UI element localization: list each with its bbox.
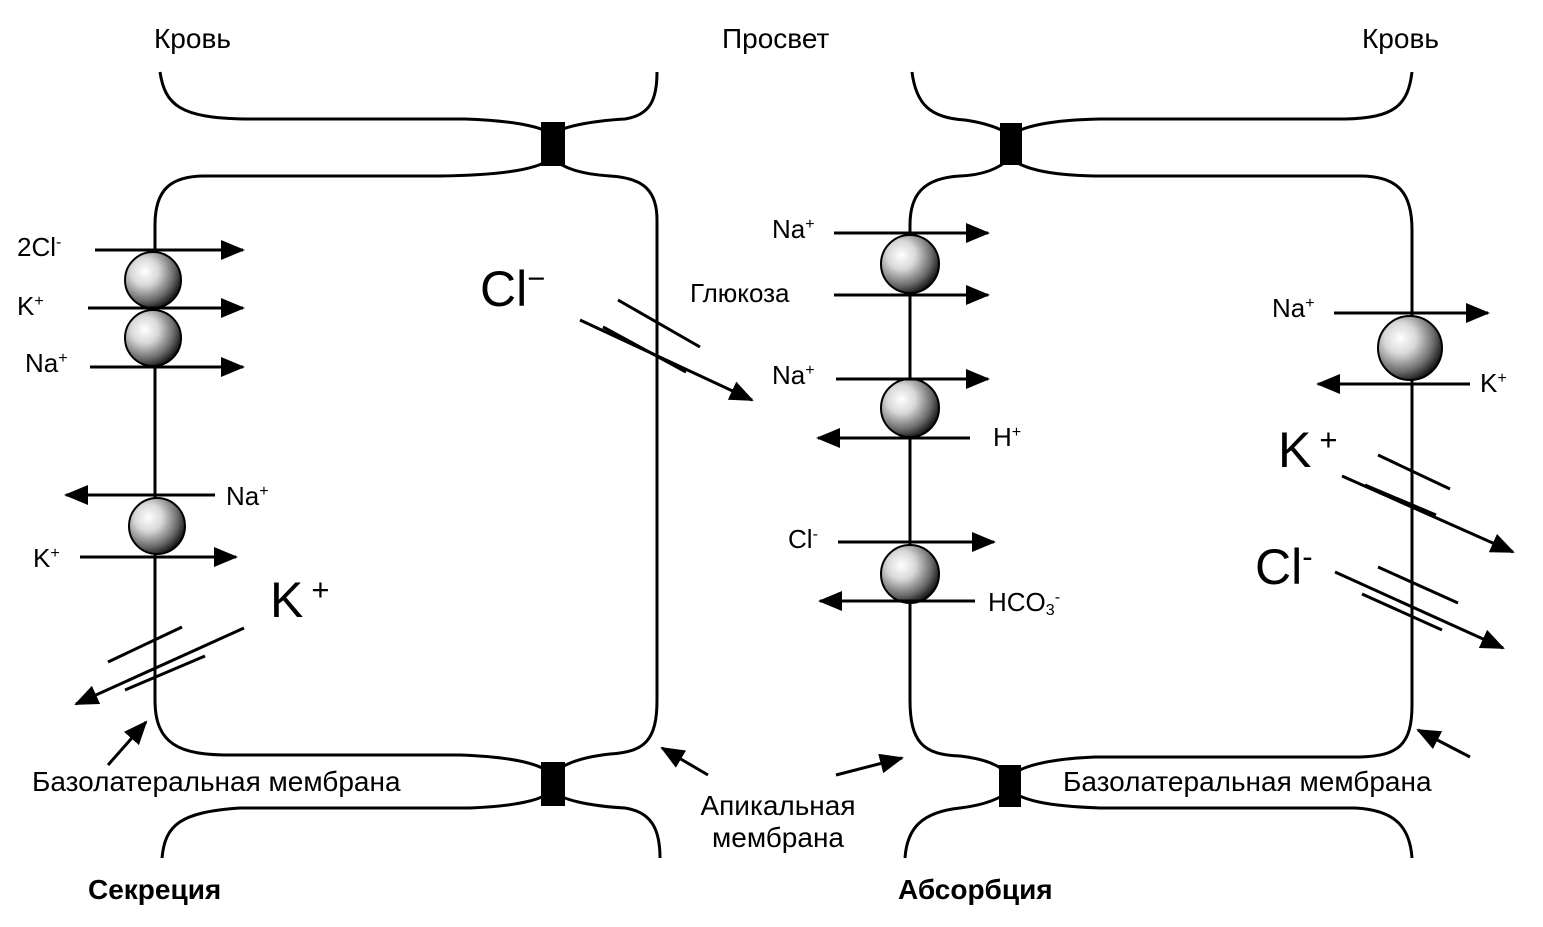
label-lumen: Просвет (722, 23, 830, 54)
absorption-nhe-ball (880, 378, 940, 438)
brace-blood-left (158, 71, 554, 137)
label-absorption-title: Абсорбция (898, 874, 1053, 905)
channel-cl-secretion-line-2 (602, 325, 687, 374)
label-nhe-na: Na+ (772, 360, 815, 390)
pointer-basolateral-left (106, 720, 148, 766)
tight-junction-left-bottom (541, 762, 565, 806)
absorption-cell-membrane (1009, 156, 1414, 778)
absorption-ae-ball (880, 544, 940, 604)
channel-k-secretion-line-1 (107, 625, 183, 664)
tight-junction-right-top (1000, 123, 1022, 165)
channel-cl-secretion-line-1 (617, 298, 701, 349)
pointer-basolateral-right (1416, 728, 1471, 759)
secretion-cotransporter-ball-1 (124, 251, 182, 309)
absorption-sglt-ball (880, 234, 940, 294)
brace-bottom-mid-left (550, 788, 662, 859)
brace-bottom-left (160, 788, 554, 859)
channel-cl-absorption-line-1 (1377, 565, 1459, 605)
label-nhe-h: H+ (993, 422, 1022, 452)
brace-bottom-mid-right (903, 788, 1012, 859)
arrow-abs-cl-channel (1334, 570, 1505, 650)
channel-k-absorption-line-1 (1377, 453, 1451, 491)
label-blood-left: Кровь (154, 23, 231, 54)
label-sglt-na: Na+ (772, 214, 815, 244)
label-ae-cl: Cl- (788, 524, 818, 554)
brace-blood-right (1009, 71, 1414, 137)
absorption-pump-ball (1377, 315, 1443, 381)
absorption-cell-apical (908, 156, 1012, 778)
brace-lumen-left (550, 71, 659, 137)
pointer-apical-left (660, 746, 709, 777)
label-ae-hco3: HCO3- (988, 587, 1061, 620)
label-pump-k: K+ (33, 543, 60, 573)
brace-lumen-right (910, 71, 1011, 137)
label-cl-channel-secretion: Cl− (480, 260, 546, 317)
label-abs-pump-na: Na+ (1272, 293, 1315, 323)
label-k-channel-absorption: K+ (1278, 421, 1338, 478)
label-basolateral-left: Базолатеральная мембрана (32, 766, 401, 797)
label-pump-na: Na+ (226, 481, 269, 511)
pointer-apical-right (835, 753, 904, 777)
channel-cl-absorption-line-2 (1361, 592, 1443, 632)
label-k-channel-secretion: K+ (270, 571, 330, 628)
label-apical-line2: мембрана (712, 822, 844, 853)
label-basolateral-right: Базолатеральная мембрана (1063, 766, 1432, 797)
channel-k-absorption-line-2 (1364, 483, 1437, 517)
label-apical-line1: Апикальная (700, 790, 856, 821)
secretion-cell-apical (550, 156, 659, 776)
label-sglt-glucose: Глюкоза (690, 278, 790, 308)
secretion-pump-ball (128, 497, 186, 555)
label-secretion-title: Секреция (88, 874, 222, 905)
secretion-cotransporter-ball-2 (124, 309, 182, 367)
tight-junction-left-top (541, 122, 565, 166)
arrow-k-channel-out (74, 626, 245, 706)
tight-junction-right-bottom (999, 765, 1021, 807)
label-cl-channel-absorption: Cl- (1255, 538, 1313, 595)
label-abs-pump-k: K+ (1480, 368, 1507, 398)
brace-bottom-right (1009, 788, 1414, 859)
secretion-cell-membrane (153, 156, 553, 776)
label-na-cotransport: Na+ (25, 348, 68, 378)
label-2cl: 2Cl- (17, 232, 62, 262)
label-blood-right: Кровь (1362, 23, 1439, 54)
label-k-cotransport: K+ (17, 291, 44, 321)
label-apical-membrane: Апикальная мембрана (678, 792, 878, 852)
channel-k-secretion-line-2 (124, 654, 206, 692)
